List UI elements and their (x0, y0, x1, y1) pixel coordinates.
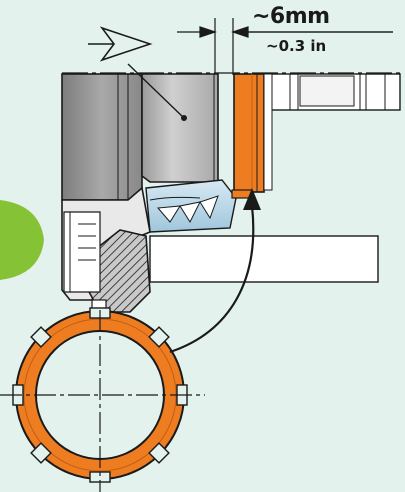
bearing-ring (141, 73, 219, 183)
shaft (269, 73, 401, 111)
washer-center-lines (0, 310, 205, 492)
lock-nut-section (61, 186, 151, 313)
curved-arrow-icon (169, 188, 261, 354)
dimension-lines (177, 18, 393, 75)
roller-elements (145, 179, 237, 233)
housing (61, 73, 143, 201)
dimension-label-primary: ~6mm (252, 4, 330, 29)
dimension-label-secondary: ~0.3 in (266, 37, 327, 55)
lock-washer-section (231, 73, 273, 199)
arrow-head-icon (88, 26, 153, 62)
lower-shaft (149, 235, 379, 283)
leader-line-icon (127, 63, 187, 121)
